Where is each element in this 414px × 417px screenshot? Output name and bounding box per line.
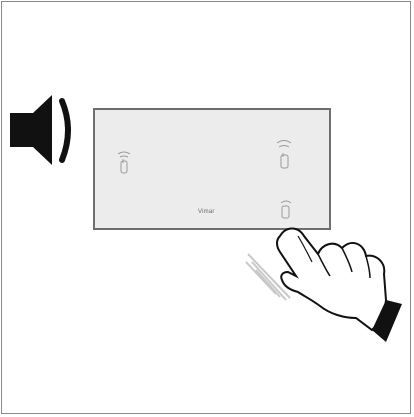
speaker-icon <box>10 95 52 165</box>
pointing-hand-icon <box>277 229 402 343</box>
panel-brand-label: Vimar <box>198 209 215 215</box>
sound-waves-icon <box>62 101 68 160</box>
